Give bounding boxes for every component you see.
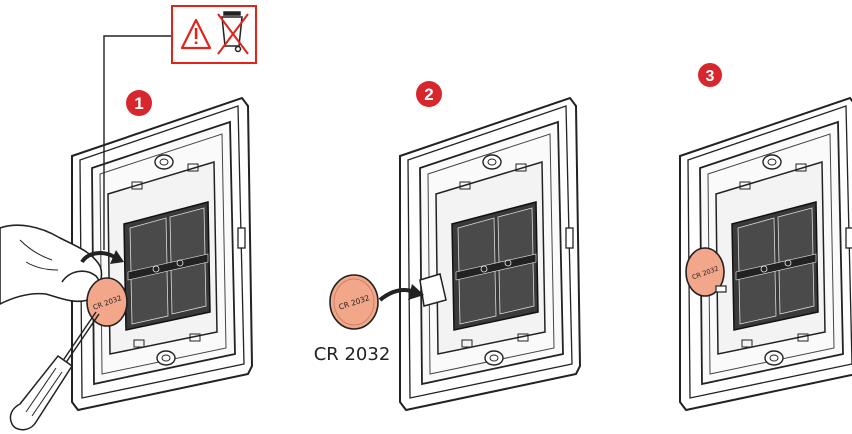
step-number-2: 2: [424, 85, 433, 104]
step-1: 1 CR 2032: [0, 5, 257, 431]
step-2: 2 CR 2032 CR 2032: [314, 81, 581, 411]
step-badge-2: [416, 81, 442, 107]
step-badge-3: [698, 63, 722, 87]
battery-holder-clip: [715, 285, 727, 293]
warning-box: [171, 5, 257, 64]
warning-triangle-icon: [180, 18, 212, 50]
battery-coin: CR 2032: [685, 247, 725, 297]
battery-type-caption: CR 2032: [314, 344, 391, 365]
step-number-1: 1: [134, 94, 143, 113]
warning-leader-line: [103, 35, 172, 250]
step-number-3: 3: [706, 68, 715, 85]
battery-coin: CR 2032: [329, 274, 379, 330]
crossed-out-bin-icon: [217, 11, 249, 55]
step-3: 3 CR 2032: [679, 63, 852, 411]
battery-coin: CR 2032: [86, 277, 128, 327]
screwdriver-illustration: [9, 311, 100, 431]
step-badge-1: [126, 90, 152, 116]
removal-arrow: [80, 251, 118, 264]
battery-slot: [419, 273, 447, 307]
